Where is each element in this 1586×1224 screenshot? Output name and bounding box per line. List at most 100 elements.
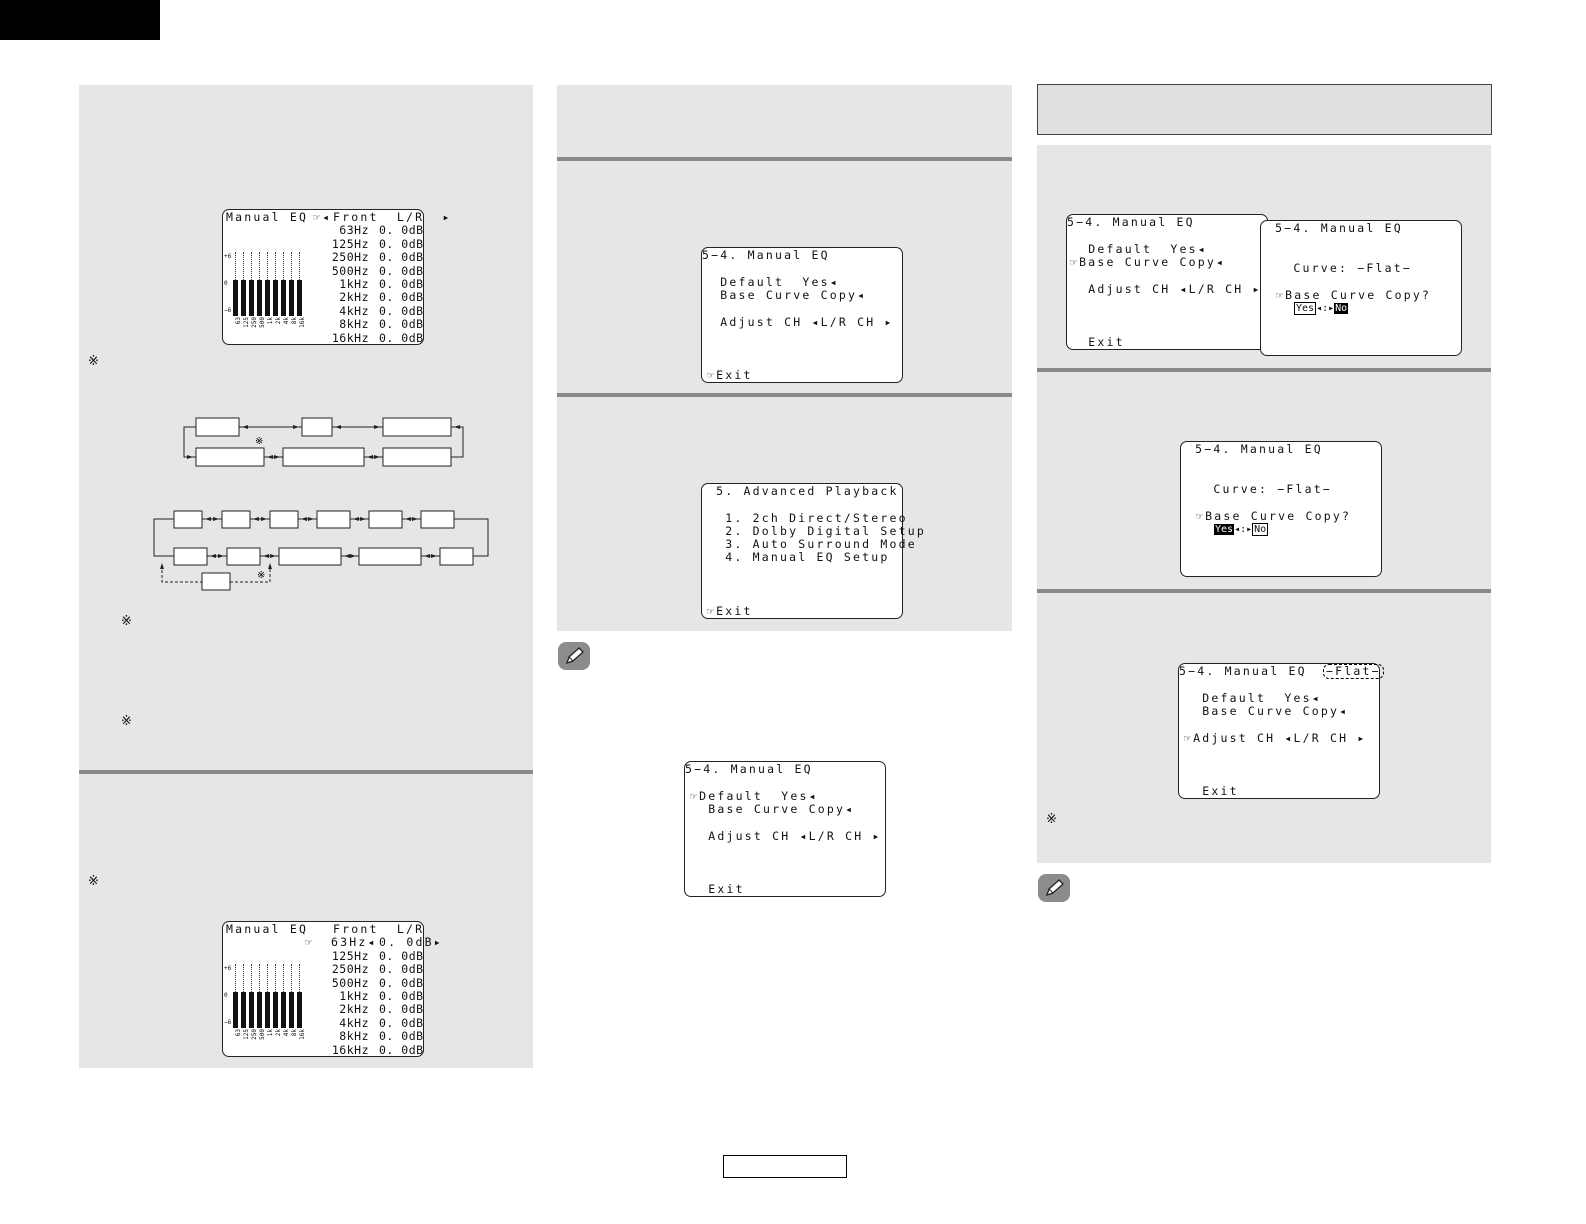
eq-band-value: 0. 0dB [379,250,424,265]
flow2-box-12 [201,572,231,591]
eq-level-bar [297,280,302,316]
screen-title: 5−4. Manual EQ [685,762,813,776]
eq-level-bar [265,992,270,1028]
menu-item-base-curve-copy: Base Curve Copy◂ [1184,704,1349,718]
flow2-box-10 [358,547,422,566]
base-curve-copy-yes-screen: 5−4. Manual EQ Curve: −Flat− ☞Base Curve… [1180,441,1382,577]
eq-band-value: 0. 0dB [379,303,424,318]
manual-eq-screen-2: Manual EQ Front L/R ☞ 63Hz◂ 0. 0dB▸ 125H… [222,921,441,1057]
flow1-box-5 [282,447,365,467]
eq-y-label: 0 [224,280,228,287]
eq-band-value: 0. 0dB [379,263,424,278]
menu-item-dolby-digital: 2. Dolby Digital Setup [707,524,926,538]
screen-title: 5−4. Manual EQ [1179,664,1307,678]
manual-eq-flat-screen: 5−4. Manual EQ −Flat− Default Yes◂ Base … [1178,663,1384,799]
eq-level-bar [241,992,246,1028]
eq-level-bar [265,280,270,316]
advanced-playback-screen: 5. Advanced Playback 1. 2ch Direct/Stere… [701,483,924,619]
eq-level-bar [257,280,262,316]
pencil-icon [1038,874,1070,902]
eq-band-label: 4kHz [339,1015,369,1030]
eq-grid-column [291,964,292,992]
eq-band-value: 0. 0dB [379,317,424,332]
eq-grid-column [251,252,252,280]
curve-label: Curve: −Flat− [1186,482,1332,496]
flow1-box-3 [382,417,452,437]
flow2-box-2 [221,510,251,529]
yes-option: Yes [1294,302,1317,315]
svg-text:※: ※ [255,436,263,447]
eq-band-label: 250Hz [331,250,369,265]
no-option: No [1334,303,1349,314]
selector-arrows: ◂:▸ [1234,524,1253,535]
eq-band-value: 0. 0dB [379,277,424,291]
eq-x-label: 16k [299,317,306,328]
eq-level-bar [241,280,246,316]
eq-band-label: 4kHz [339,303,369,318]
no-option: No [1252,523,1269,536]
manual-eq-menu-screen: 5−4. Manual EQ Default Yes◂ Base Curve C… [701,247,903,383]
eq-grid-column [283,964,284,992]
right-separator-1 [1037,368,1491,372]
eq-grid-column [283,252,284,280]
menu-item-base-curve-copy: Base Curve Copy◂ [702,288,867,302]
eq-grid-column [267,252,268,280]
curve-label: Curve: −Flat− [1266,261,1412,275]
eq-band-label: 125Hz [331,236,369,251]
eq-channel: Front L/R ▸ [333,210,452,224]
eq-band-label: 500Hz [331,975,369,990]
eq-level-bar [281,992,286,1028]
eq-level-bar [281,280,286,316]
eq-y-label: −6 [224,307,232,314]
flow2-box-3 [269,510,299,529]
left-separator [79,770,533,774]
eq-level-bar [297,992,302,1028]
curve-flat-indicator: −Flat− [1323,664,1384,680]
menu-item-manual-eq: 4. Manual EQ Setup [707,550,890,564]
note-mark: ※ [121,714,132,729]
base-curve-copy-no-screen: 5−4. Manual EQ Curve: −Flat− ☞Base Curve… [1260,220,1462,356]
eq-band-label: 8kHz [339,317,369,332]
eq-channel: Front L/R [333,922,425,936]
eq-level-bar [233,992,238,1028]
eq-band-value: 0. 0dB [379,1029,424,1044]
menu-item-adjust-ch: ☞Adjust CH ◂L/R CH ▸ [1184,731,1367,745]
eq-band-value: 0. 0dB [379,290,424,305]
flow-diagram-2: ※ [153,510,489,591]
eq-y-label: +6 [224,253,232,260]
menu-item-adjust-ch: Adjust CH ◂L/R CH ▸ [702,315,894,329]
flow2-box-7 [173,547,208,566]
eq-band-label: 500Hz [331,263,369,278]
screen-title: 5−4. Manual EQ [1186,442,1323,456]
eq-grid-column [267,964,268,992]
eq-cursor: ☞◂ [313,210,332,224]
screen-title: 5−4. Manual EQ [702,248,830,262]
eq-grid-column [275,964,276,992]
screen-title: 5. Advanced Playback [707,484,899,498]
svg-text:※: ※ [257,570,265,581]
eq-band-label: 250Hz [331,962,369,977]
eq-band-value: 0. 0dB [379,330,424,345]
eq-band-value: 0. 0dB [379,1015,424,1030]
eq-level-bar [233,280,238,316]
flow1-box-1 [195,417,240,437]
eq-grid-column [259,252,260,280]
eq-title: Manual EQ [226,210,309,224]
menu-item-exit: ☞Exit [707,604,753,618]
eq-band-label: 1kHz [339,989,369,1003]
menu-item-default: Default Yes◂ [702,275,839,289]
flow-diagram-1: ※ [183,417,464,467]
eq-band-value: 0. 0dB [379,1002,424,1017]
note-mark: ※ [88,874,99,889]
menu-item-default: Default Yes◂ [1184,691,1321,705]
middle-panel-1 [557,85,1012,157]
manual-eq-base-curve-screen: 5−4. Manual EQ Default Yes◂ ☞Base Curve … [1066,214,1268,350]
eq-band-value: 0. 0dB [379,948,424,963]
menu-item-exit: ☞Exit [707,368,753,382]
eq-grid-column [291,252,292,280]
note-mark: ※ [88,354,99,369]
yes-no-selector: Yes◂:▸No [1294,302,1349,315]
eq-grid-column [299,252,300,280]
flow1-box-2 [301,417,333,437]
flow2-box-8 [226,547,261,566]
